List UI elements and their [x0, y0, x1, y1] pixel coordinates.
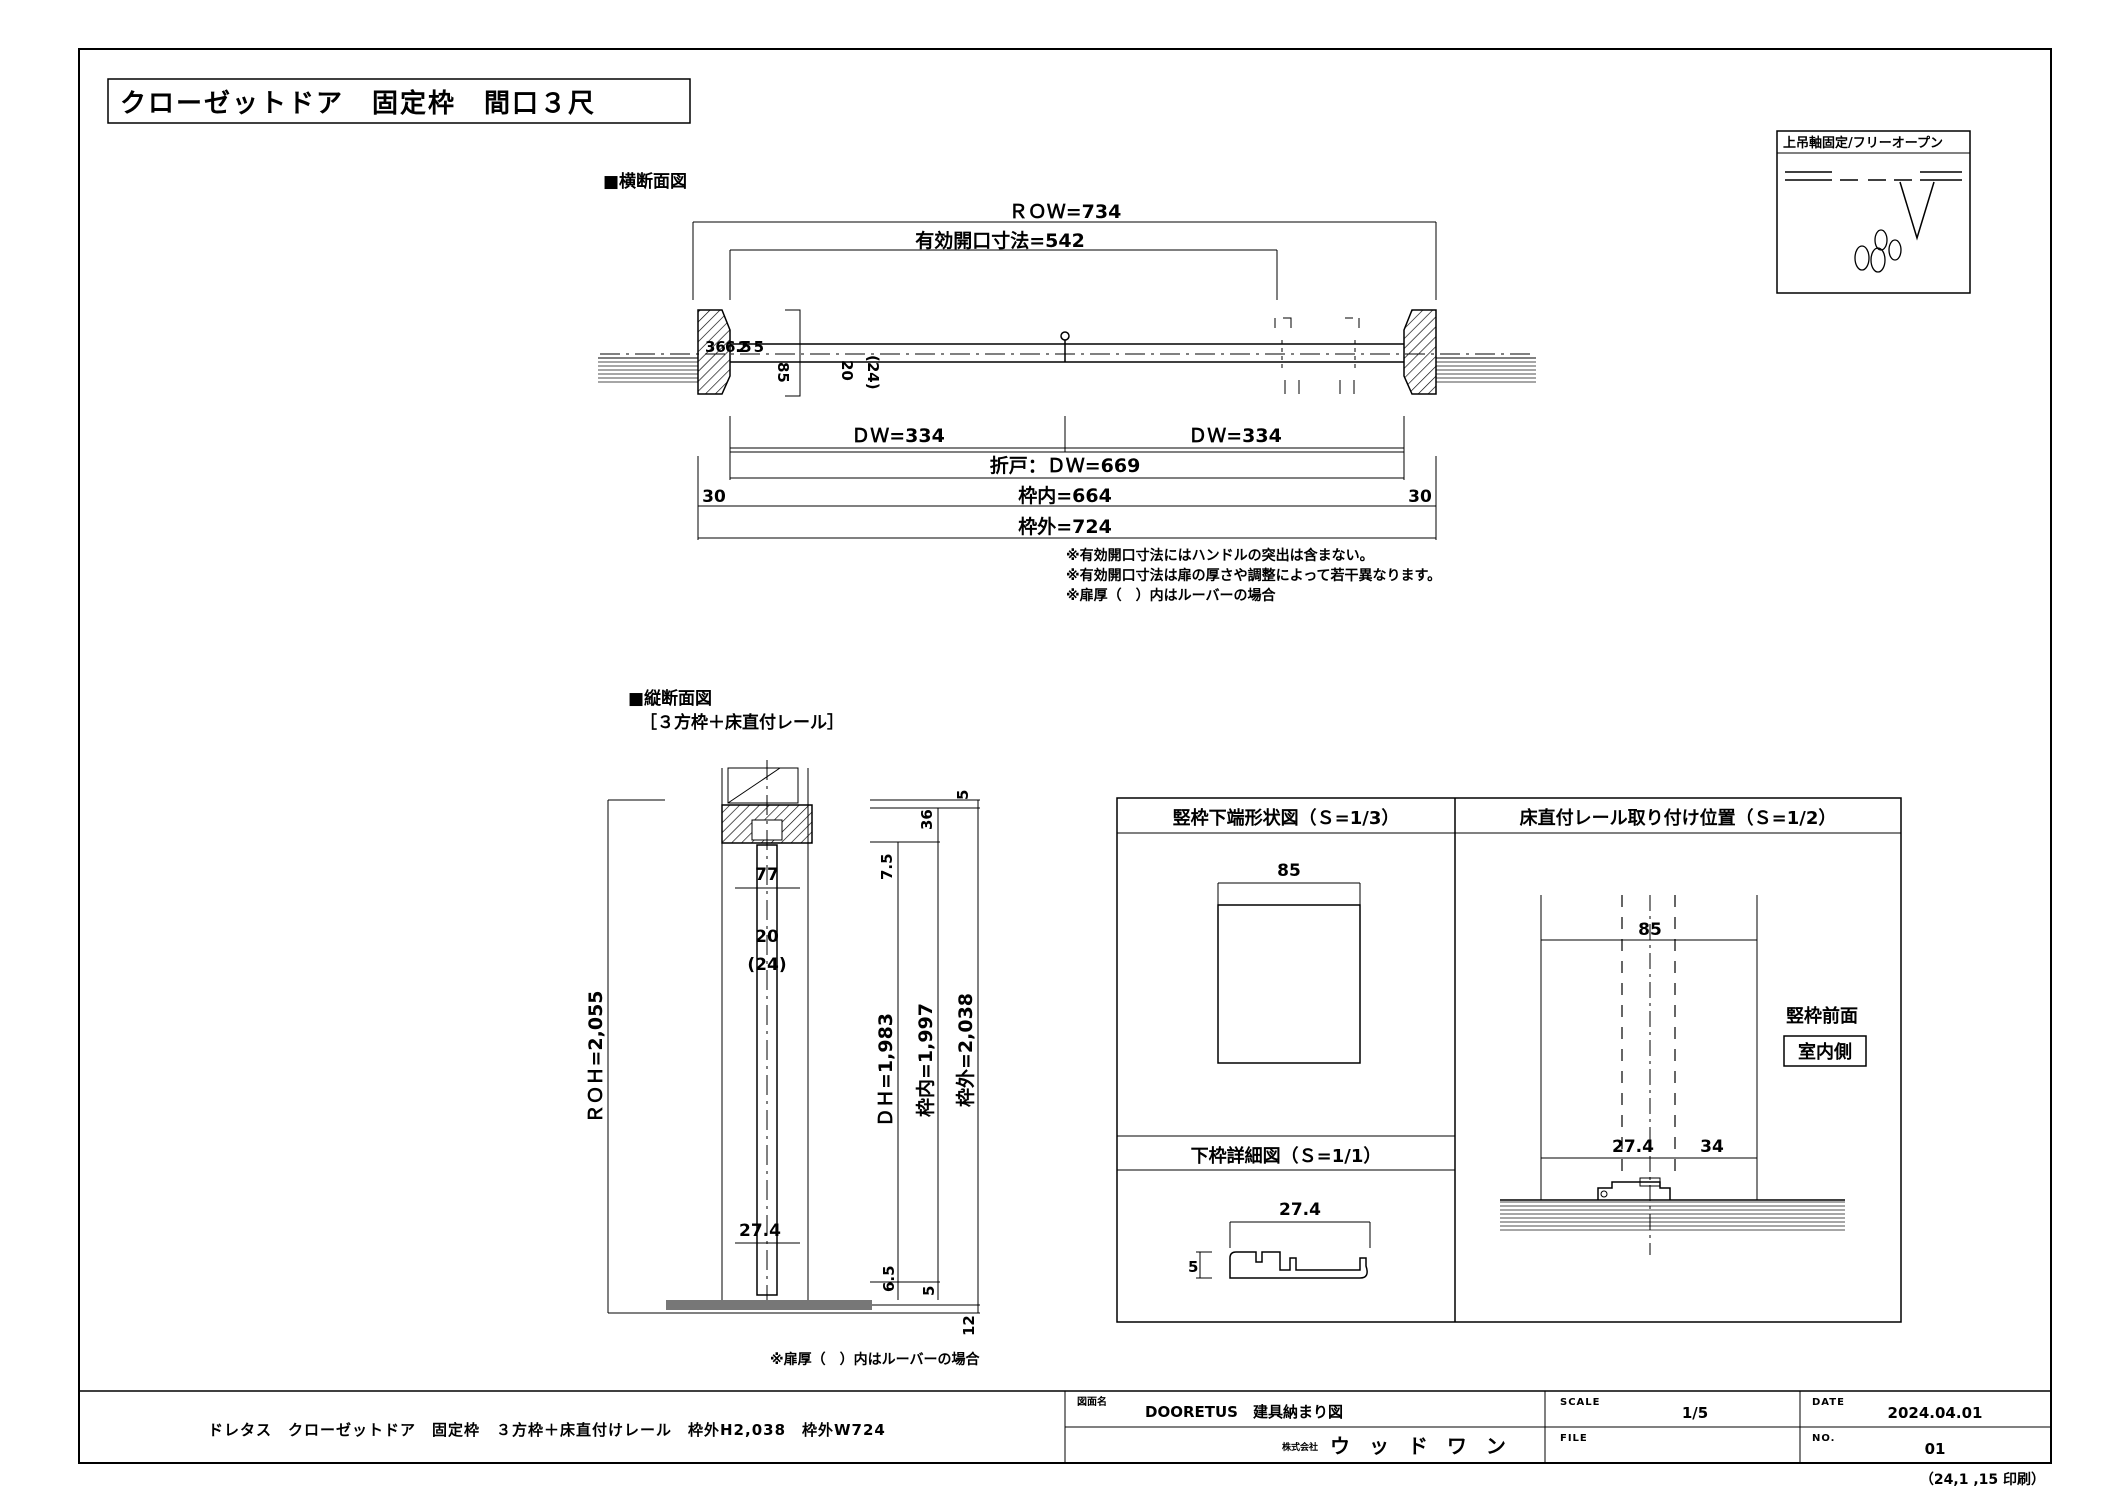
- small-dim-24: (24): [864, 355, 882, 390]
- no-label: NO.: [1812, 1433, 1835, 1444]
- floor-rail-title: 床直付レール取り付け位置（Ｓ=1/2）: [1520, 807, 1837, 829]
- note-3: ※扉厚（ ）内はルーバーの場合: [1066, 587, 1276, 604]
- no-value: 01: [1925, 1440, 1946, 1458]
- file-label: FILE: [1560, 1433, 1588, 1444]
- fold-door-dimension: 折戸：ＤＷ=669: [990, 455, 1141, 477]
- roh-dimension: ＲＯＨ=2,055: [585, 990, 607, 1123]
- small-dim-65: 6.5: [725, 338, 752, 356]
- stile-bottom-width: 85: [1277, 861, 1301, 881]
- vertical-section-subheading: ［３方枠＋床直付レール］: [640, 712, 844, 733]
- small-dim-20: 20: [838, 360, 856, 381]
- floor-rail-dim-b: 34: [1700, 1137, 1724, 1157]
- floor-rail-side-label: 竪枠前面: [1786, 1005, 1858, 1027]
- date-value: 2024.04.01: [1888, 1404, 1983, 1422]
- vertical-section: ■縦断面図 ［３方枠＋床直付レール］ ＲＯＨ=2,055 77 20 (24) …: [585, 688, 980, 1368]
- top-dim-36: 36: [918, 809, 936, 830]
- dw-left-dimension: ＤＷ=334: [851, 425, 945, 447]
- footprint-icon: [1854, 245, 1870, 271]
- print-date: （24,1 ,15 印刷）: [1920, 1471, 2045, 1488]
- title-box: [107, 78, 691, 124]
- footer-title-block: ドレタス クローゼットドア 固定枠 ３方枠＋床直付けレール 枠外H2,038 枠…: [79, 1390, 2051, 1463]
- note-1: ※有効開口寸法にはハンドルの突出は含まない。: [1066, 547, 1374, 564]
- side-right-dimension: 30: [1408, 487, 1432, 507]
- legend-box: 上吊軸固定/フリーオープン: [1776, 130, 1971, 294]
- date-label: DATE: [1812, 1397, 1845, 1408]
- door-dim-24: (24): [747, 955, 786, 975]
- vertical-frame-inner-dimension: 枠内=1,997: [914, 1003, 937, 1117]
- bottom-frame-title: 下枠詳細図（Ｓ=1/1）: [1191, 1145, 1382, 1167]
- scale-value: 1/5: [1682, 1404, 1708, 1422]
- door-dim-77: 77: [755, 865, 779, 885]
- company-prefix: 株式会社: [1282, 1441, 1318, 1453]
- page-title: クローゼットドア 固定枠 間口３尺: [120, 88, 596, 119]
- sheet-border: [78, 48, 2052, 1464]
- bottom-frame-width: 27.4: [1279, 1200, 1321, 1220]
- vertical-note: ※扉厚（ ）内はルーバーの場合: [770, 1351, 980, 1368]
- small-dim-85: 85: [774, 362, 792, 383]
- effective-opening-dimension: 有効開口寸法=542: [915, 229, 1085, 252]
- detail-panels: 竪枠下端形状図（Ｓ=1/3） 85 下枠詳細図（Ｓ=1/1） 27.4 5 床直…: [1116, 797, 1902, 1323]
- scale-label: SCALE: [1560, 1397, 1600, 1408]
- horizontal-section: ■横断面図 ＲＯＷ=734 有効開口寸法=542: [598, 171, 1536, 604]
- small-dim-36: 36: [705, 338, 726, 356]
- frame-outer-dimension: 枠外=724: [1018, 515, 1112, 538]
- bottom-dim-5: 5: [920, 1286, 938, 1296]
- top-dim-5: 5: [954, 790, 972, 800]
- top-dim-75: 7.5: [878, 853, 896, 880]
- bottom-dim-12: 12: [960, 1315, 978, 1336]
- side-left-dimension: 30: [702, 487, 726, 507]
- company-name: ウ ッ ド ワ ン: [1330, 1434, 1512, 1458]
- dw-right-dimension: ＤＷ=334: [1188, 425, 1282, 447]
- drawing-name: DOORETUS 建具納まり図: [1145, 1403, 1343, 1421]
- floor-rail-side-box: 室内側: [1798, 1041, 1852, 1063]
- dh-dimension: ＤＨ=1,983: [875, 1013, 897, 1127]
- note-2: ※有効開口寸法は扉の厚さや調整によって若干異なります。: [1066, 567, 1441, 584]
- door-dim-20: 20: [755, 927, 779, 947]
- row-dimension: ＲＯＷ=734: [1009, 201, 1122, 223]
- floor-rail-dim-a: 27.4: [1612, 1137, 1654, 1157]
- bottom-frame-height: 5: [1188, 1258, 1198, 1276]
- small-dim-25: 2 5: [738, 338, 764, 356]
- vertical-frame-outer-dimension: 枠外=2,038: [954, 993, 977, 1107]
- frame-inner-dimension: 枠内=664: [1018, 484, 1112, 507]
- legend-label: 上吊軸固定/フリーオープン: [1783, 135, 1943, 151]
- handle-icon: [1060, 331, 1070, 341]
- drawing-name-label: 図面名: [1077, 1395, 1107, 1408]
- vertical-section-heading: ■縦断面図: [628, 688, 712, 709]
- horizontal-section-heading: ■横断面図: [603, 171, 687, 192]
- footer-description: ドレタス クローゼットドア 固定枠 ３方枠＋床直付けレール 枠外H2,038 枠…: [208, 1421, 886, 1439]
- door-dim-274: 27.4: [739, 1221, 781, 1241]
- stile-bottom-title: 竪枠下端形状図（Ｓ=1/3）: [1173, 807, 1400, 829]
- bottom-dim-65: 6.5: [880, 1265, 898, 1292]
